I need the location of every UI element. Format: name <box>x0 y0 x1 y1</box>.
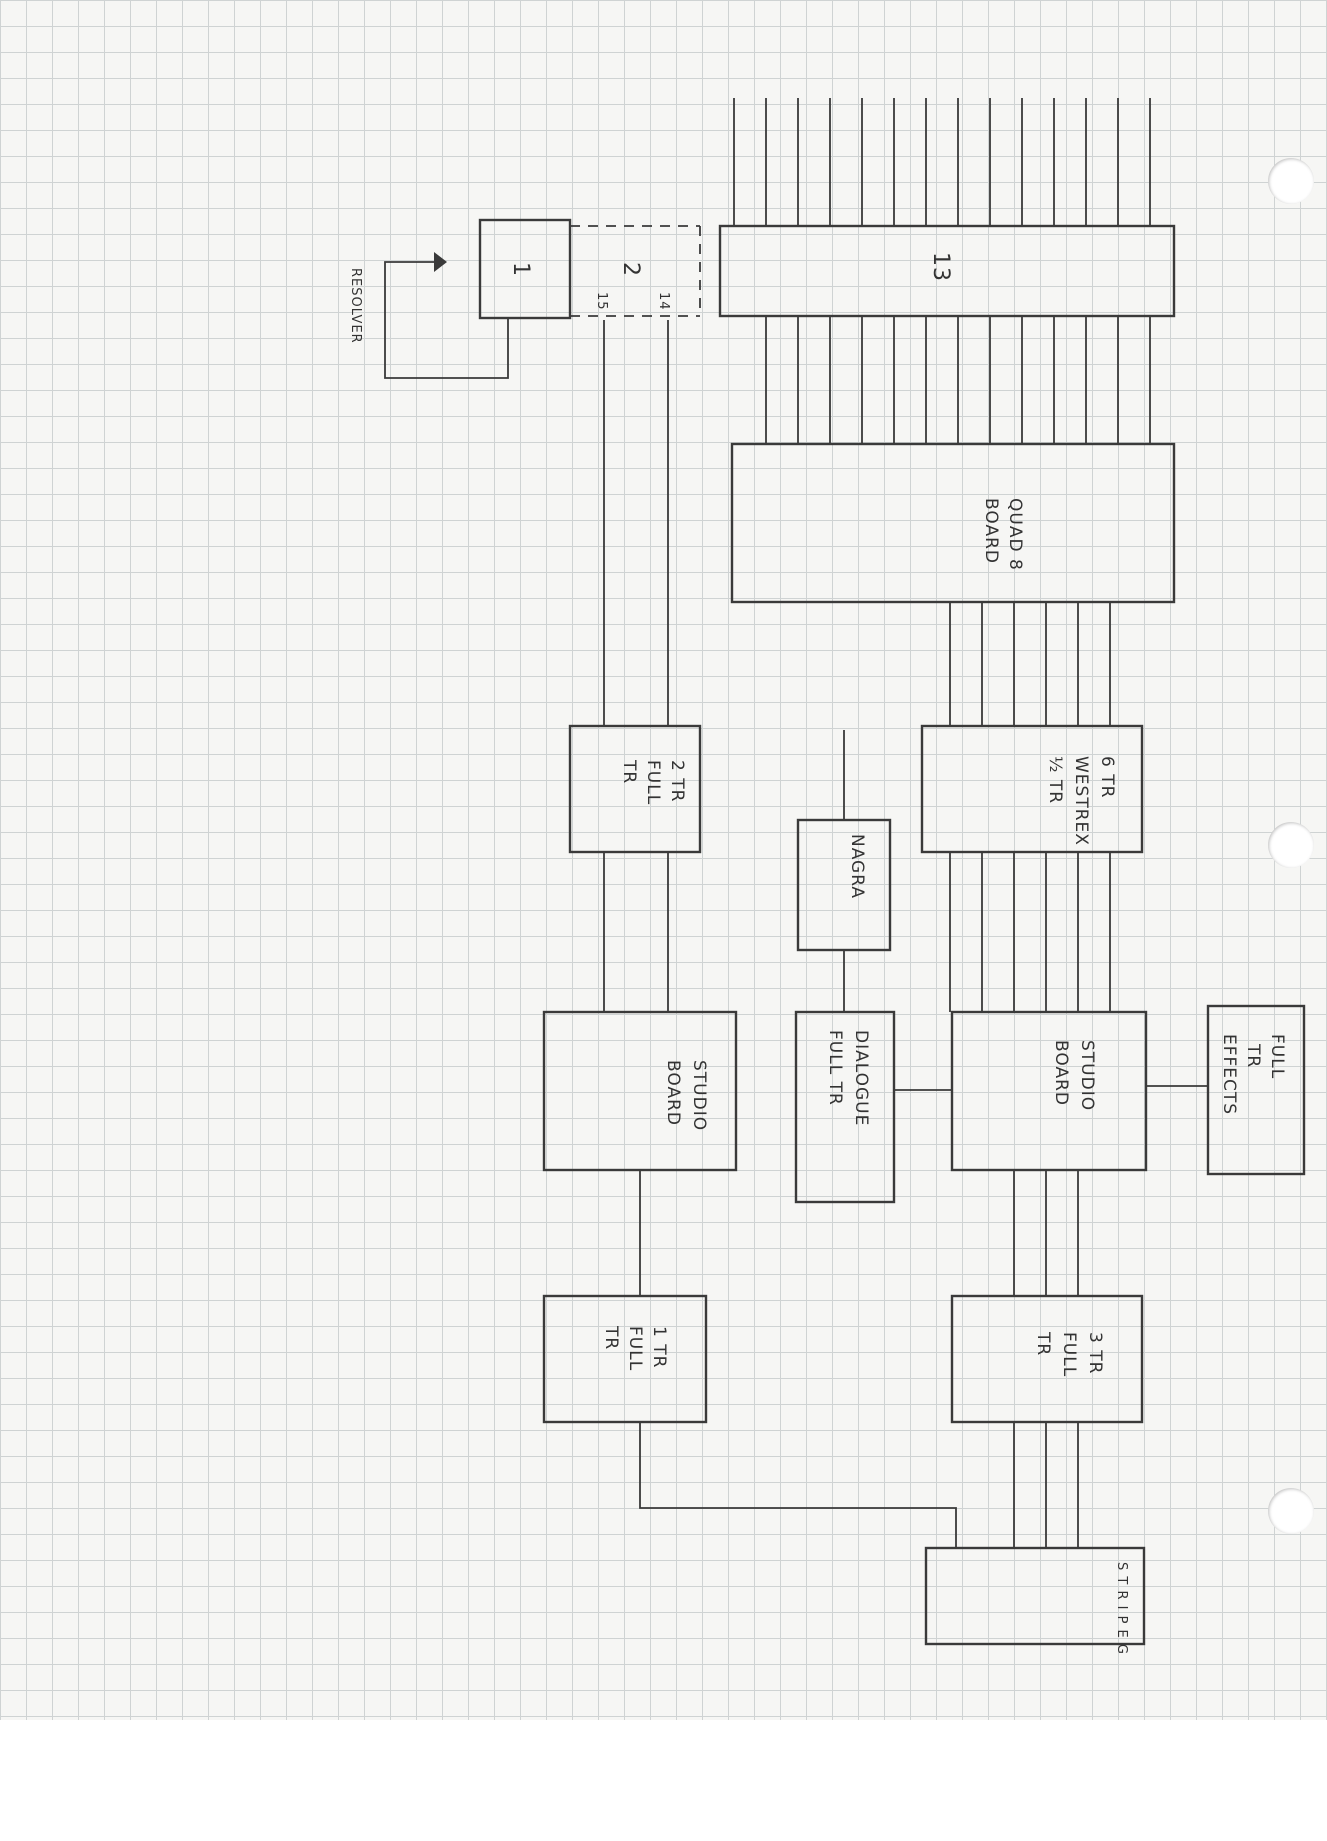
punch-hole-top <box>1268 158 1314 204</box>
quad-8-label: QUAD 8 <box>1005 498 1025 571</box>
two-tr-tr-label: TR <box>619 759 639 784</box>
six-tr-half-label: ½ TR <box>1045 756 1065 804</box>
dialogue-full-tr-box <box>794 1010 896 1204</box>
studio-board-a-board-label: BOARD <box>663 1060 683 1126</box>
quad-8-board-box <box>730 442 1176 604</box>
punch-hole-middle <box>1268 822 1314 868</box>
resolver-label: RESOLVER <box>348 268 363 344</box>
effects-full-label: FULL <box>1267 1034 1287 1079</box>
two-tr-full-tr-box <box>568 724 702 854</box>
three-tr-label: 3 TR <box>1085 1332 1105 1374</box>
wires-studio-b-to-3tr <box>1013 1170 1079 1296</box>
resolver-arrow-icon <box>434 252 447 272</box>
slot-2-dashed-outline <box>570 225 701 317</box>
studio-board-b-label: STUDIO <box>1077 1040 1097 1111</box>
nagra-label: NAGRA <box>847 834 867 899</box>
wire-1tr-to-stripe <box>639 1422 957 1548</box>
resolver-loop-line <box>384 261 509 379</box>
one-tr-full-tr-box <box>542 1294 708 1424</box>
graph-paper-sheet <box>0 0 1327 1720</box>
three-tr-full-tr-box <box>950 1294 1144 1424</box>
slot-1-label: 1 <box>508 262 533 277</box>
slot-2-label: 2 <box>618 262 643 277</box>
mark-14-label: 14 <box>656 292 671 311</box>
studio-board-b-board-label: BOARD <box>1051 1040 1071 1106</box>
dialogue-label: DIALOGUE <box>851 1030 871 1126</box>
six-tr-westrex-box <box>920 724 1144 854</box>
svg-text:RESOLVER: RESOLVER <box>348 268 363 344</box>
two-tr-full-label: FULL <box>643 760 663 805</box>
wires-6tr-to-studio-b <box>949 852 1111 1012</box>
mark-15-label: 15 <box>594 292 609 311</box>
six-tr-label: 6 TR <box>1097 756 1117 798</box>
stripe-label: S T R I P E G <box>1114 1562 1129 1655</box>
six-tr-westrex-label: WESTREX <box>1071 756 1091 846</box>
tracks-above-bar <box>733 98 1151 226</box>
full-tr-effects-box <box>1206 1004 1306 1176</box>
one-tr-tr-label: TR <box>601 1325 621 1350</box>
wires-quad-to-6tr <box>949 602 1111 726</box>
wires-3tr-to-stripe <box>1013 1422 1079 1548</box>
stripe-box <box>924 1546 1146 1646</box>
effects-tr-label: TR <box>1243 1043 1263 1068</box>
slot-13-label: 13 <box>928 252 953 282</box>
three-tr-full-label: FULL <box>1059 1332 1079 1377</box>
nagra-box <box>796 818 892 952</box>
slot-2-dashed-inner <box>569 226 721 316</box>
studio-board-b-box <box>950 1010 1148 1172</box>
one-tr-label: 1 TR <box>649 1326 669 1368</box>
one-tr-full-label: FULL <box>625 1326 645 1371</box>
slot-13-bar <box>718 224 1176 318</box>
quad-8-board-label: BOARD <box>981 498 1001 564</box>
page-bottom-margin <box>0 1720 1327 1841</box>
two-tr-label: 2 TR <box>667 760 687 802</box>
studio-board-a-label: STUDIO <box>689 1060 709 1131</box>
tracks-to-quad-board <box>765 316 1151 444</box>
effects-label: EFFECTS <box>1219 1034 1239 1115</box>
three-tr-tr-label: TR <box>1033 1331 1053 1356</box>
punch-hole-bottom <box>1268 1488 1314 1534</box>
dialogue-full-tr-label: FULL TR <box>825 1030 845 1106</box>
